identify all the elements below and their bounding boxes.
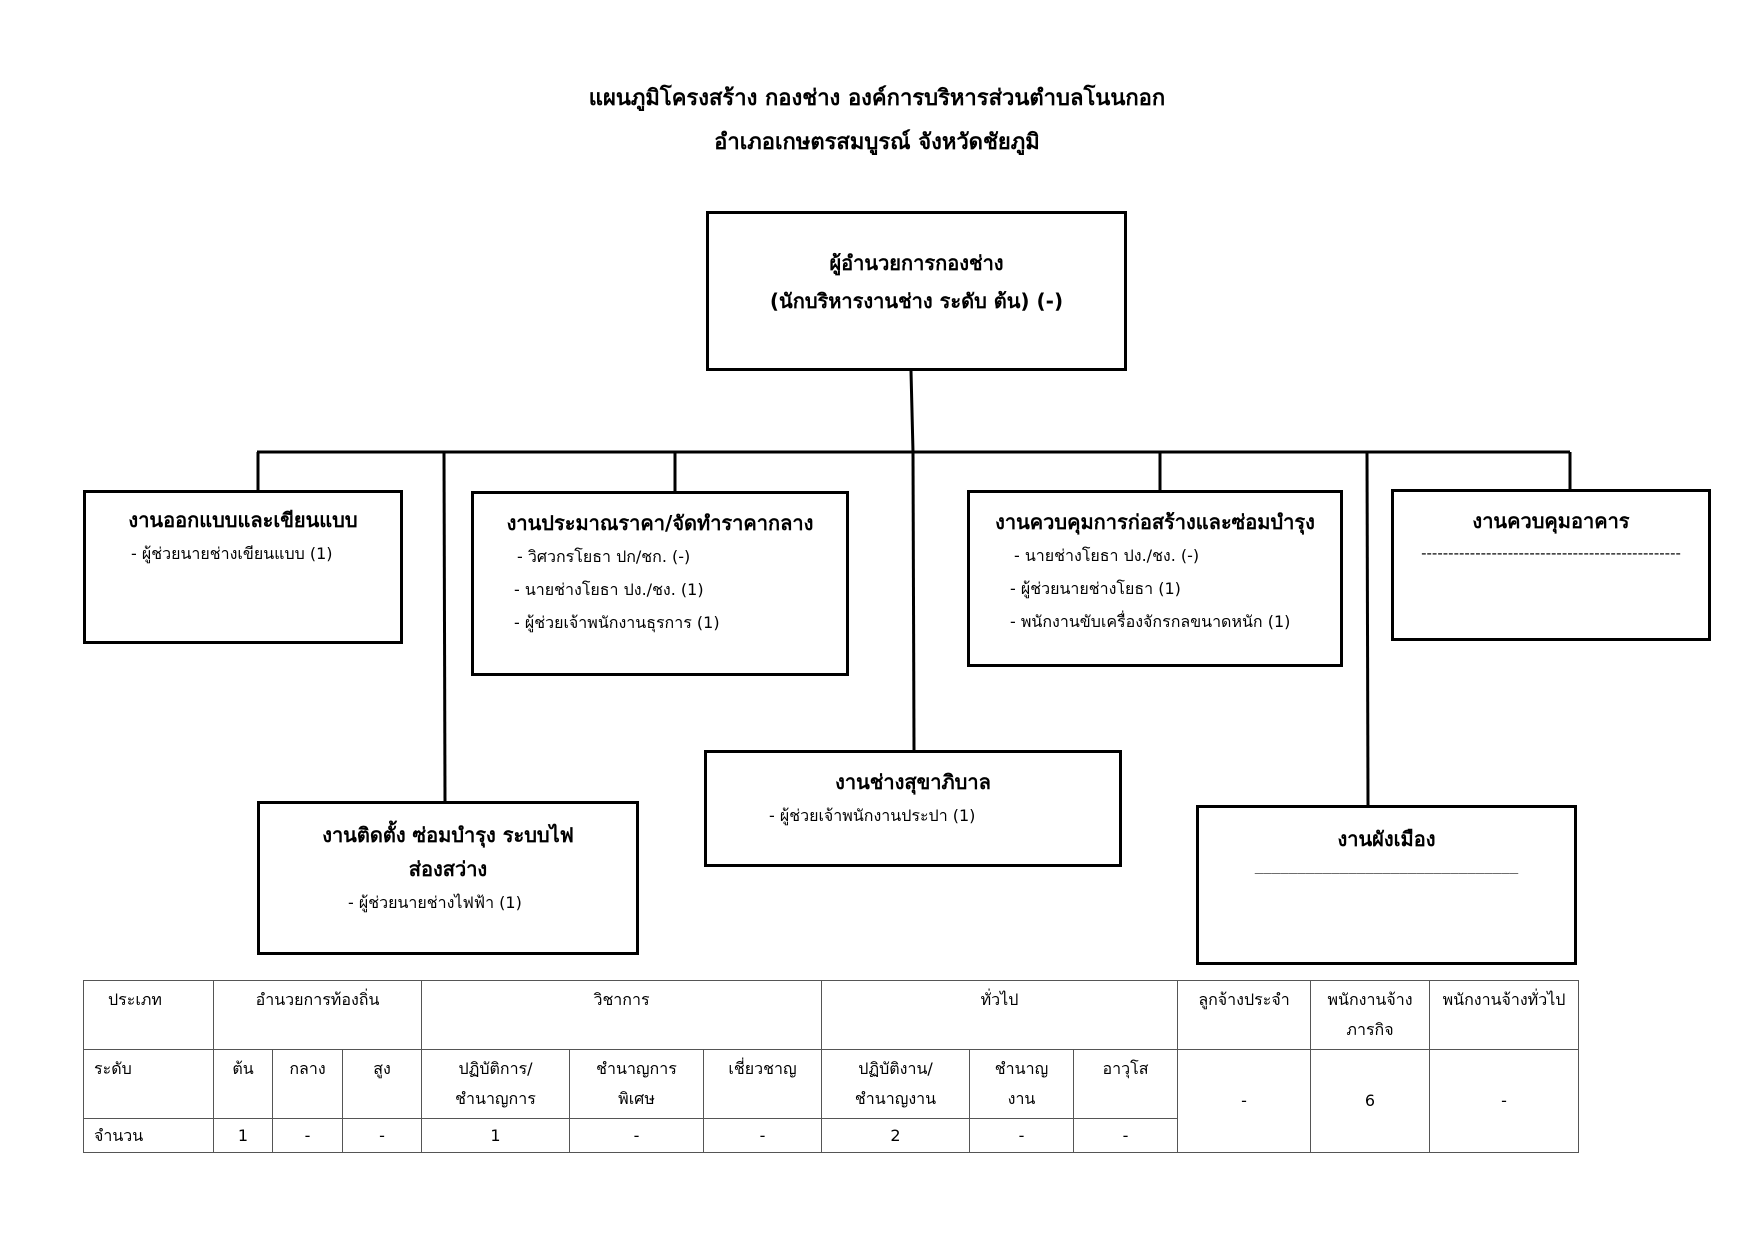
sanitation-unit-box: งานช่างสุขาภิบาล - ผู้ช่วยเจ้าพนักงานประ… — [704, 750, 1122, 867]
table-cell-line: ชำนาญงาน — [854, 1089, 937, 1108]
table-cell: ชำนาญงาน — [969, 1049, 1074, 1119]
table-cell: ต้น — [213, 1049, 273, 1119]
lighting-unit-title-line1: งานติดตั้ง ซ่อมบำรุง ระบบไฟ — [322, 823, 574, 847]
table-row: ระดับ ต้น กลาง สูง ปฏิบัติการ/ชำนาญการ ช… — [83, 1049, 1579, 1153]
table-cell: - — [1177, 1049, 1311, 1153]
pricing-unit-item: - วิศวกรโยธา ปก/ชก. (-) — [517, 547, 691, 566]
table-cell-line: ปฏิบัติการ/ — [458, 1059, 533, 1078]
personnel-table: ประเภท อำนวยการท้องถิ่น วิชาการ ทั่วไป ล… — [83, 980, 1579, 1153]
table-cell: ชำนาญการพิเศษ — [569, 1049, 704, 1119]
pricing-unit-item: - ผู้ช่วยเจ้าพนักงานธุรการ (1) — [514, 613, 720, 632]
table-cell: พนักงานจ้างทั่วไป — [1429, 980, 1579, 1050]
design-unit-item: - ผู้ช่วยนายช่างเขียนแบบ (1) — [131, 544, 333, 563]
table-cell: วิชาการ — [421, 980, 822, 1050]
lighting-unit-box: งานติดตั้ง ซ่อมบำรุง ระบบไฟ ส่องสว่าง - … — [257, 801, 639, 955]
building-unit-title: งานควบคุมอาคาร — [1472, 509, 1630, 533]
table-row: ประเภท อำนวยการท้องถิ่น วิชาการ ทั่วไป ล… — [83, 980, 1579, 1050]
table-cell: - — [569, 1118, 704, 1153]
table-cell: - — [1073, 1118, 1178, 1153]
table-cell: 2 — [821, 1118, 970, 1153]
director-title: ผู้อำนวยการกองช่าง — [829, 251, 1004, 275]
table-cell: จำนวน — [83, 1118, 214, 1153]
cityplan-unit-box: งานผังเมือง ____________________________… — [1196, 805, 1577, 965]
drop-sanitation — [911, 451, 916, 751]
table-cell-line: ปฏิบัติงาน/ — [858, 1059, 933, 1078]
construction-unit-item: - นายช่างโยธา ปง./ชง. (-) — [1014, 546, 1200, 565]
pricing-unit-box: งานประมาณราคา/จัดทำราคากลาง - วิศวกรโยธา… — [471, 491, 849, 676]
table-cell: - — [703, 1118, 822, 1153]
table-cell-line: ชำนาญการ — [596, 1059, 677, 1078]
table-cell: กลาง — [272, 1049, 343, 1119]
table-cell: ประเภท — [83, 980, 214, 1050]
table-cell: 1 — [421, 1118, 570, 1153]
table-cell-line: พนักงานจ้าง — [1327, 990, 1413, 1009]
construction-unit-box: งานควบคุมการก่อสร้างและซ่อมบำรุง - นายช่… — [967, 490, 1343, 667]
table-cell: อาวุโส — [1073, 1049, 1178, 1119]
building-unit-placeholder: ----------------------------------------… — [1421, 544, 1681, 562]
construction-unit-title: งานควบคุมการก่อสร้างและซ่อมบำรุง — [995, 510, 1315, 534]
construction-unit-item: - ผู้ช่วยนายช่างโยธา (1) — [1010, 579, 1181, 598]
drop-cityplan — [1365, 451, 1370, 807]
table-cell-line: งาน — [1007, 1089, 1036, 1108]
cityplan-unit-placeholder: _______________________________ — [1254, 858, 1519, 874]
table-cell: - — [969, 1118, 1074, 1153]
table-cell: พนักงานจ้างภารกิจ — [1310, 980, 1430, 1050]
director-subtitle: (นักบริหารงานช่าง ระดับ ต้น) (-) — [769, 289, 1064, 313]
cityplan-unit-title: งานผังเมือง — [1337, 827, 1436, 851]
director-trunk-line — [909, 370, 915, 453]
chart-title-line1: แผนภูมิโครงสร้าง กองช่าง องค์การบริหารส่… — [588, 86, 1166, 111]
construction-unit-item: - พนักงานขับเครื่องจักรกลขนาดหนัก (1) — [1010, 612, 1291, 631]
table-cell: ระดับ — [83, 1049, 214, 1119]
pricing-unit-title: งานประมาณราคา/จัดทำราคากลาง — [506, 511, 814, 535]
lighting-unit-title-line2: ส่องสว่าง — [408, 857, 488, 881]
table-cell: - — [342, 1118, 422, 1153]
table-cell-line: พิเศษ — [618, 1089, 655, 1108]
table-cell: 6 — [1310, 1049, 1430, 1153]
table-cell-line: ชำนาญการ — [455, 1089, 536, 1108]
sanitation-unit-item: - ผู้ช่วยเจ้าพนักงานประปา (1) — [769, 806, 976, 825]
design-unit-box: งานออกแบบและเขียนแบบ - ผู้ช่วยนายช่างเขี… — [83, 490, 403, 644]
table-cell: - — [1429, 1049, 1579, 1153]
design-unit-title: งานออกแบบและเขียนแบบ — [128, 508, 358, 532]
drop-lighting — [442, 451, 447, 803]
table-cell: ลูกจ้างประจำ — [1177, 980, 1311, 1050]
lighting-unit-item: - ผู้ช่วยนายช่างไฟฟ้า (1) — [348, 893, 522, 912]
table-cell: อำนวยการท้องถิ่น — [213, 980, 422, 1050]
pricing-unit-item: - นายช่างโยธา ปง./ชง. (1) — [514, 580, 704, 599]
building-unit-box: งานควบคุมอาคาร -------------------------… — [1391, 489, 1711, 641]
chart-title-line2: อำเภอเกษตรสมบูรณ์ จังหวัดชัยภูมิ — [714, 130, 1040, 155]
sanitation-unit-title: งานช่างสุขาภิบาล — [835, 770, 991, 794]
table-cell: 1 — [213, 1118, 273, 1153]
table-cell-line: ภารกิจ — [1346, 1020, 1394, 1039]
table-cell: - — [272, 1118, 343, 1153]
table-cell: ปฏิบัติงาน/ชำนาญงาน — [821, 1049, 970, 1119]
table-cell: ทั่วไป — [821, 980, 1178, 1050]
table-row: จำนวน 1 - - 1 - - 2 - - — [83, 1118, 1579, 1153]
director-box: ผู้อำนวยการกองช่าง (นักบริหารงานช่าง ระด… — [706, 211, 1127, 371]
table-cell-line: ชำนาญ — [994, 1059, 1049, 1078]
table-cell: สูง — [342, 1049, 422, 1119]
table-cell: เชี่ยวชาญ — [703, 1049, 822, 1119]
table-cell: ปฏิบัติการ/ชำนาญการ — [421, 1049, 570, 1119]
